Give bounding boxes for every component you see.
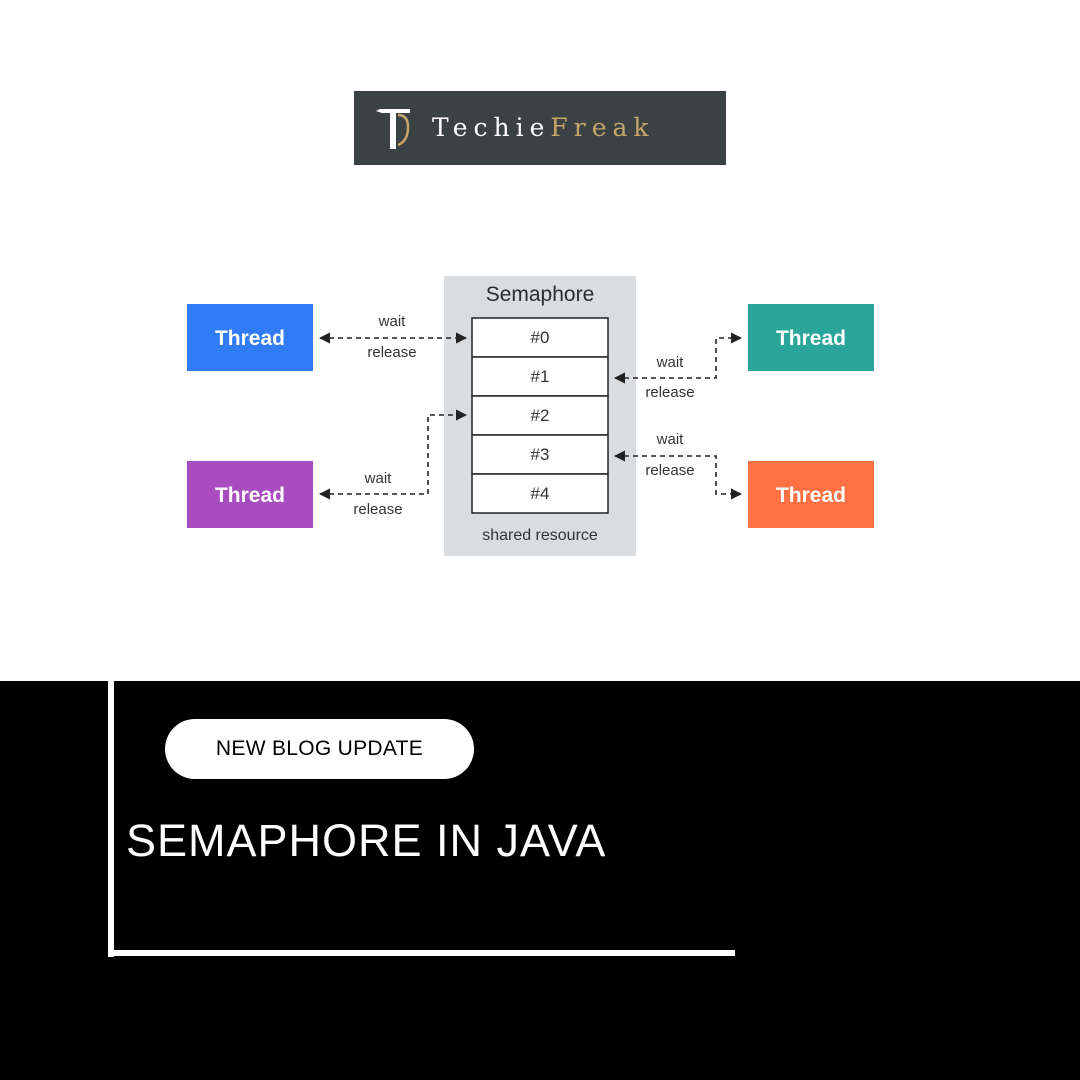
connector-arrow <box>613 450 743 500</box>
wait-label: wait <box>656 354 685 371</box>
permit-label: #0 <box>531 328 550 347</box>
thread-label: Thread <box>776 327 846 350</box>
logo-word-freak: Freak <box>550 113 655 142</box>
techiefreak-logo: TechieFreak <box>354 91 726 165</box>
permit-slot <box>471 473 609 514</box>
thread-label: Thread <box>215 484 285 507</box>
connector-arrow <box>613 332 743 384</box>
permit-label: #3 <box>531 445 550 464</box>
thread-label: Thread <box>215 327 285 350</box>
wait-label: wait <box>364 470 393 487</box>
frame-line-bottom <box>108 950 735 956</box>
logo-mark-icon <box>376 109 410 149</box>
semaphore-title: Semaphore <box>486 283 595 306</box>
permit-label: #4 <box>531 484 550 503</box>
thread-box-teal <box>748 304 874 371</box>
permit-label: #2 <box>531 406 550 425</box>
logo-word-techie: Techie <box>432 113 551 142</box>
wait-label: wait <box>656 431 685 448</box>
headline: SEMAPHORE IN JAVA <box>126 815 607 866</box>
banner-background <box>0 681 1080 1080</box>
thread-box-orange <box>748 461 874 528</box>
permit-slots: #0 #1 #2 #3 #4 <box>471 317 609 514</box>
thread-box-blue <box>187 304 313 371</box>
thread-label: Thread <box>776 484 846 507</box>
container-caption: shared resource <box>482 527 598 544</box>
thread-box-purple <box>187 461 313 528</box>
release-label: release <box>367 344 416 361</box>
release-label: release <box>645 462 694 479</box>
logo-wordmark: TechieFreak <box>432 91 655 165</box>
wait-label: wait <box>378 313 407 330</box>
release-label: release <box>645 384 694 401</box>
frame-line-left <box>108 681 114 957</box>
permit-label: #1 <box>531 367 550 386</box>
new-blog-update-badge: NEW BLOG UPDATE <box>165 719 474 779</box>
release-label: release <box>353 501 402 518</box>
connector-arrow <box>318 409 468 500</box>
semaphore-diagram: Semaphore #0 #1 #2 #3 #4 shared resource… <box>187 276 874 556</box>
